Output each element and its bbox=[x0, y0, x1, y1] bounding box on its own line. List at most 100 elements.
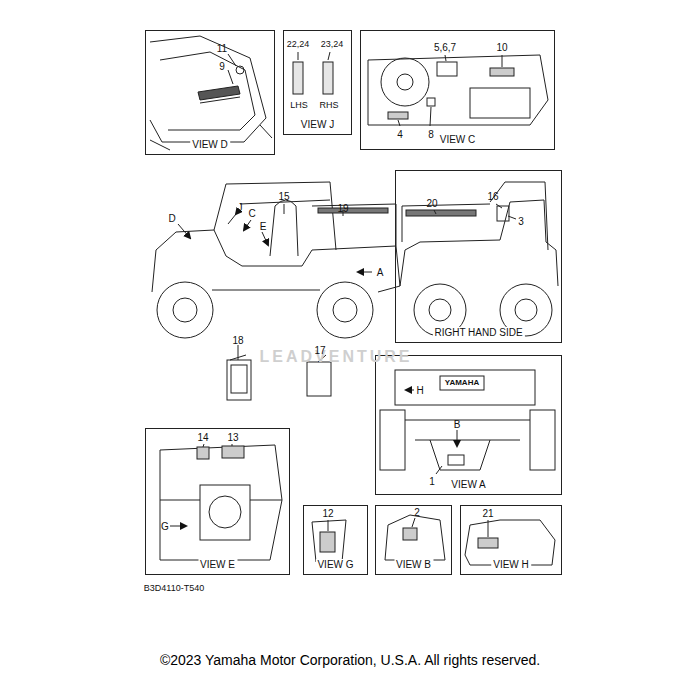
view-title: VIEW D bbox=[190, 139, 230, 150]
callout-label: 14 bbox=[197, 432, 208, 443]
line-art bbox=[323, 62, 333, 94]
callout-label: C bbox=[248, 208, 255, 219]
line-art bbox=[173, 298, 197, 322]
watermark: LEADVENTURE bbox=[259, 348, 412, 366]
line-art bbox=[170, 526, 186, 527]
callout-label: 5,6,7 bbox=[434, 42, 456, 53]
callout-label: YAMAHA bbox=[445, 379, 479, 388]
line-art bbox=[262, 232, 268, 245]
callout-label: 22,24 bbox=[287, 40, 310, 50]
callout-label: J bbox=[238, 202, 243, 213]
line-art bbox=[160, 444, 282, 500]
callout-label: 20 bbox=[426, 198, 437, 209]
line-art bbox=[470, 88, 530, 118]
line-art bbox=[298, 52, 330, 60]
callout-label: 17 bbox=[314, 345, 325, 356]
line-art bbox=[200, 485, 250, 540]
callout-label: 13 bbox=[227, 432, 238, 443]
line-art bbox=[228, 70, 233, 84]
line-art bbox=[436, 466, 442, 474]
callout-label: 21 bbox=[482, 508, 493, 519]
callout-label: 23,24 bbox=[321, 40, 344, 50]
line-art bbox=[457, 430, 458, 446]
callout-label: 19 bbox=[337, 203, 348, 214]
callout-label: 16 bbox=[487, 191, 498, 202]
line-art bbox=[318, 208, 388, 213]
callout-label: 4 bbox=[397, 129, 403, 140]
line-art bbox=[488, 520, 489, 537]
diagram-code: B3D4110-T540 bbox=[144, 584, 204, 594]
callout-label: G bbox=[161, 521, 169, 532]
line-art bbox=[157, 282, 213, 338]
line-art bbox=[515, 299, 537, 321]
line-art bbox=[320, 532, 335, 552]
callout-label: 11 bbox=[217, 43, 227, 54]
line-art bbox=[368, 55, 548, 125]
callout-label: 12 bbox=[322, 508, 333, 519]
view-title: RIGHT HAND SIDE bbox=[432, 327, 524, 338]
line-art bbox=[437, 62, 457, 76]
line-art bbox=[160, 52, 255, 130]
line-art bbox=[358, 272, 372, 273]
callout-label: 1 bbox=[429, 476, 435, 487]
line-art bbox=[497, 206, 509, 221]
line-art bbox=[448, 455, 464, 465]
line-art bbox=[236, 66, 244, 74]
line-art bbox=[395, 370, 535, 405]
line-art bbox=[440, 376, 484, 390]
line-art bbox=[427, 98, 435, 106]
line-art bbox=[160, 445, 282, 560]
view-panel: VIEW D bbox=[145, 30, 275, 155]
line-art bbox=[222, 446, 244, 458]
line-art bbox=[284, 204, 343, 216]
line-art bbox=[381, 58, 429, 106]
view-panel: VIEW H bbox=[460, 505, 562, 575]
line-art bbox=[412, 518, 415, 527]
view-panel: RIGHT HAND SIDE bbox=[395, 170, 562, 343]
line-art bbox=[405, 420, 530, 470]
callout-label: LHS bbox=[290, 101, 308, 111]
line-art bbox=[227, 360, 251, 400]
view-panel: VIEW G bbox=[303, 505, 368, 575]
callout-label: 8 bbox=[428, 129, 434, 140]
line-art bbox=[293, 62, 303, 94]
copyright-caption: ©2023 Yamaha Motor Corporation, U.S.A. A… bbox=[0, 652, 700, 668]
line-art bbox=[212, 290, 320, 291]
callout-label: 10 bbox=[496, 42, 507, 53]
callout-label: 15 bbox=[278, 191, 289, 202]
line-art bbox=[398, 55, 502, 126]
view-panel: VIEW A bbox=[375, 355, 562, 495]
line-art bbox=[328, 520, 329, 531]
line-art bbox=[490, 68, 514, 76]
view-title: VIEW G bbox=[315, 559, 355, 570]
line-art bbox=[214, 182, 336, 250]
view-title: VIEW J bbox=[299, 119, 336, 130]
line-art bbox=[231, 365, 247, 393]
line-art bbox=[312, 520, 346, 562]
line-art bbox=[380, 410, 405, 470]
line-art bbox=[197, 447, 209, 459]
vehicle-drawing bbox=[150, 36, 558, 565]
line-art bbox=[312, 204, 396, 246]
line-art bbox=[307, 362, 331, 396]
line-art bbox=[429, 299, 451, 321]
line-art bbox=[478, 538, 498, 548]
line-art bbox=[385, 515, 445, 560]
callout-label: 2 bbox=[414, 507, 420, 518]
callout-label: D bbox=[168, 213, 175, 224]
callout-label: A bbox=[377, 267, 384, 278]
callout-label: RHS bbox=[319, 101, 338, 111]
view-title: VIEW H bbox=[491, 559, 531, 570]
line-art bbox=[397, 74, 413, 90]
view-title: VIEW A bbox=[449, 479, 487, 490]
line-art bbox=[244, 220, 251, 230]
line-art bbox=[403, 528, 417, 540]
callout-label: 3 bbox=[518, 216, 524, 227]
line-art bbox=[150, 36, 266, 142]
line-art bbox=[434, 204, 516, 219]
line-art bbox=[200, 97, 240, 103]
line-art bbox=[317, 282, 373, 338]
view-panel: VIEW C bbox=[360, 30, 555, 150]
line-art bbox=[333, 298, 357, 322]
